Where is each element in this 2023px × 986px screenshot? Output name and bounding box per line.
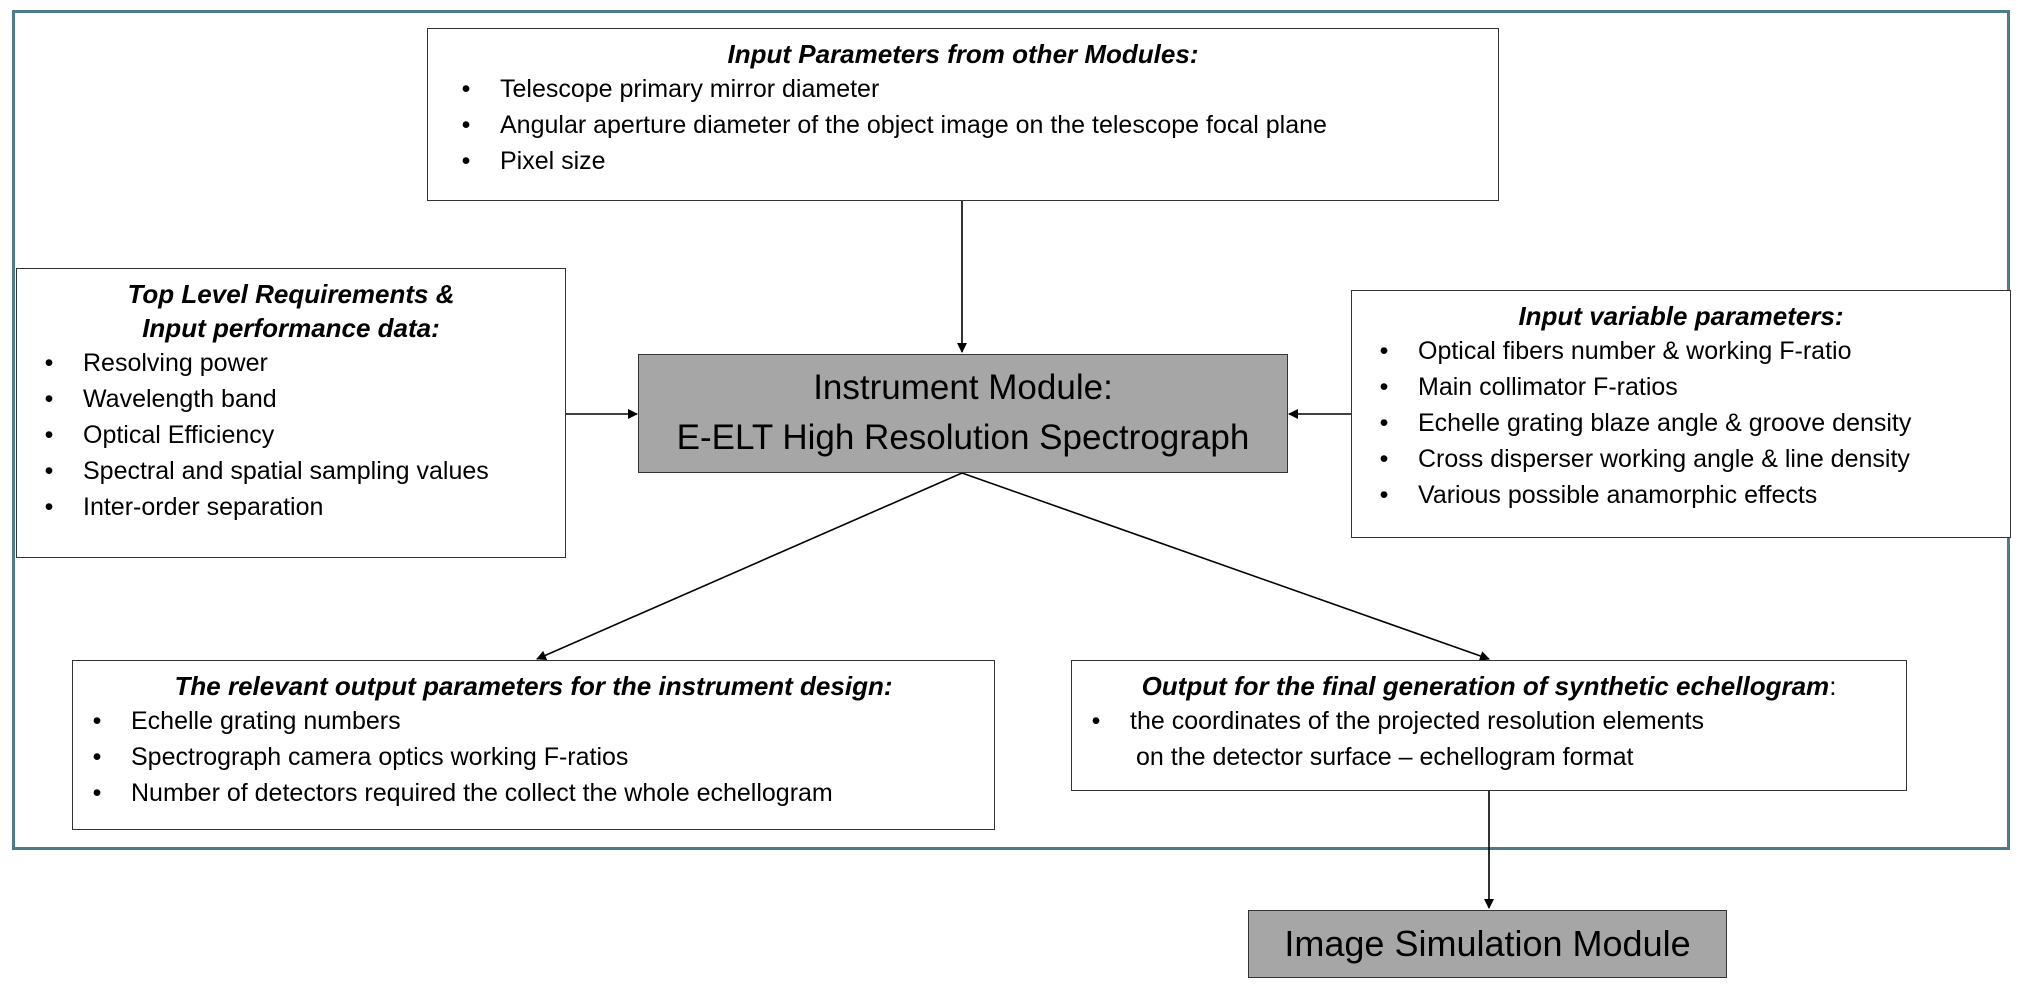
list-item: •Pixel size — [442, 143, 1498, 179]
echellogram-output-list: •the coordinates of the projected resolu… — [1072, 703, 1906, 775]
input-variable-title: Input variable parameters: — [1518, 301, 1844, 331]
top-level-title-line1: Top Level Requirements & — [127, 279, 455, 309]
design-output-list: •Echelle grating numbers •Spectrograph c… — [73, 703, 994, 811]
design-output-title: The relevant output parameters for the i… — [174, 671, 893, 701]
bullet-icon: • — [1379, 481, 1389, 509]
top-level-title-line2: Input performance data: — [142, 313, 440, 343]
echellogram-output-title: Output for the final generation of synth… — [1141, 671, 1837, 701]
instrument-module-box: Instrument Module: E-ELT High Resolution… — [638, 354, 1288, 473]
list-item: •Resolving power — [25, 345, 565, 381]
bullet-icon: • — [461, 147, 471, 175]
bullet-icon: • — [1091, 707, 1101, 735]
bullet-icon: • — [44, 385, 54, 413]
list-item: •Telescope primary mirror diameter — [442, 71, 1498, 107]
list-item: •Various possible anamorphic effects — [1360, 477, 2010, 513]
list-item: •Optical fibers number & working F-ratio — [1360, 333, 2010, 369]
list-item: •the coordinates of the projected resolu… — [1072, 703, 1906, 739]
input-variable-parameters-box: Input variable parameters: •Optical fibe… — [1351, 290, 2011, 538]
list-item: •Inter-order separation — [25, 489, 565, 525]
bullet-icon: • — [92, 743, 102, 771]
image-simulation-label: Image Simulation Module — [1284, 923, 1691, 964]
list-item: •Number of detectors required the collec… — [73, 775, 994, 811]
list-item: •Angular aperture diameter of the object… — [442, 107, 1498, 143]
bullet-icon: • — [44, 493, 54, 521]
bullet-icon: • — [461, 75, 471, 103]
list-item: •Spectral and spatial sampling values — [25, 453, 565, 489]
bullet-icon: • — [1379, 445, 1389, 473]
top-level-list: •Resolving power •Wavelength band •Optic… — [25, 345, 565, 525]
bullet-icon: • — [1379, 337, 1389, 365]
list-item: •Main collimator F-ratios — [1360, 369, 2010, 405]
image-simulation-module-box: Image Simulation Module — [1248, 910, 1727, 978]
echellogram-output-box: Output for the final generation of synth… — [1071, 660, 1907, 791]
bullet-icon: • — [44, 421, 54, 449]
bullet-icon: • — [92, 779, 102, 807]
input-parameters-box: Input Parameters from other Modules: •Te… — [427, 28, 1499, 201]
top-level-requirements-box: Top Level Requirements & Input performan… — [16, 268, 566, 558]
list-item: •Spectrograph camera optics working F-ra… — [73, 739, 994, 775]
list-item-continuation: on the detector surface – echellogram fo… — [1136, 743, 1634, 771]
instrument-module-subtitle: E-ELT High Resolution Spectrograph — [676, 418, 1250, 457]
bullet-icon: • — [461, 111, 471, 139]
bullet-icon: • — [1379, 409, 1389, 437]
list-item: •Wavelength band — [25, 381, 565, 417]
bullet-icon: • — [1379, 373, 1389, 401]
list-item: •Optical Efficiency — [25, 417, 565, 453]
list-item: •Echelle grating blaze angle & groove de… — [1360, 405, 2010, 441]
input-variable-list: •Optical fibers number & working F-ratio… — [1360, 333, 2010, 513]
input-parameters-list: •Telescope primary mirror diameter •Angu… — [442, 71, 1498, 179]
list-item: •Echelle grating numbers — [73, 703, 994, 739]
input-parameters-title: Input Parameters from other Modules: — [727, 39, 1199, 69]
design-output-box: The relevant output parameters for the i… — [72, 660, 995, 830]
bullet-icon: • — [44, 349, 54, 377]
bullet-icon: • — [92, 707, 102, 735]
bullet-icon: • — [44, 457, 54, 485]
instrument-module-label: Instrument Module: — [813, 368, 1113, 407]
list-item: •Cross disperser working angle & line de… — [1360, 441, 2010, 477]
